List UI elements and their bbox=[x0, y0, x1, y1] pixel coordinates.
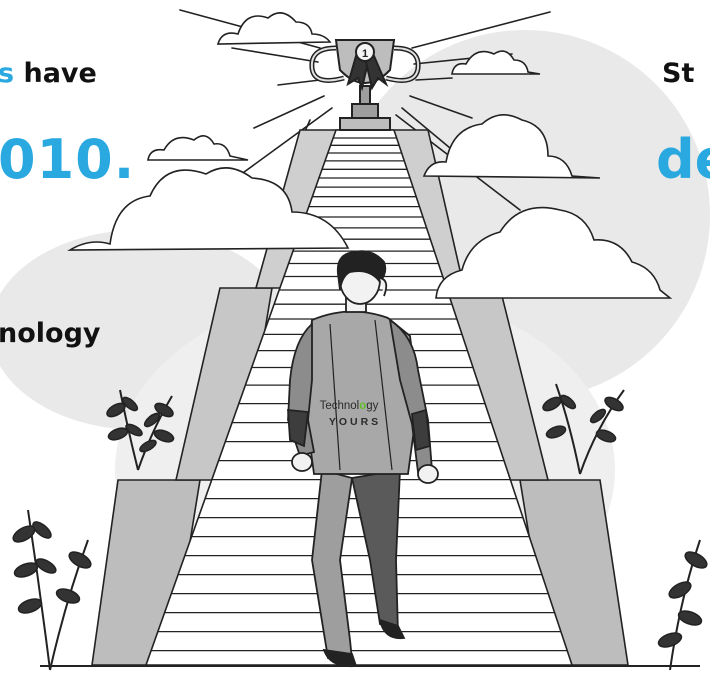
plant-right-mid bbox=[542, 383, 625, 475]
clouds bbox=[67, 12, 673, 299]
right-heading-line2: de bbox=[656, 128, 710, 191]
plant-left-low bbox=[12, 509, 92, 671]
cloud-mid-left bbox=[147, 135, 249, 161]
right-heading-line1: St bbox=[662, 58, 695, 89]
left-heading-rest: have bbox=[14, 58, 97, 89]
shirt-logo-technology: Technology bbox=[320, 400, 379, 412]
climbing-man bbox=[287, 250, 439, 668]
plant-left-mid bbox=[106, 389, 175, 471]
shirt-logo-yours: YOURS bbox=[329, 416, 381, 428]
plant-right-low bbox=[657, 539, 708, 671]
cloud-big-left bbox=[67, 167, 350, 251]
plants bbox=[12, 383, 708, 671]
cloud-top-right bbox=[451, 50, 541, 75]
man-hair bbox=[336, 250, 387, 291]
left-year-text: 010. bbox=[0, 128, 136, 191]
left-technology-text: nology bbox=[0, 318, 101, 349]
left-heading-line1: s have bbox=[0, 58, 97, 89]
cloud-right-lower bbox=[435, 206, 673, 299]
left-heading-accent: s bbox=[0, 58, 15, 89]
trophy-icon bbox=[309, 39, 421, 131]
cloud-right-upper bbox=[422, 114, 601, 179]
cloud-top-left bbox=[216, 12, 332, 45]
man-leg-left bbox=[311, 468, 354, 661]
medal-number: 1 bbox=[362, 48, 368, 60]
